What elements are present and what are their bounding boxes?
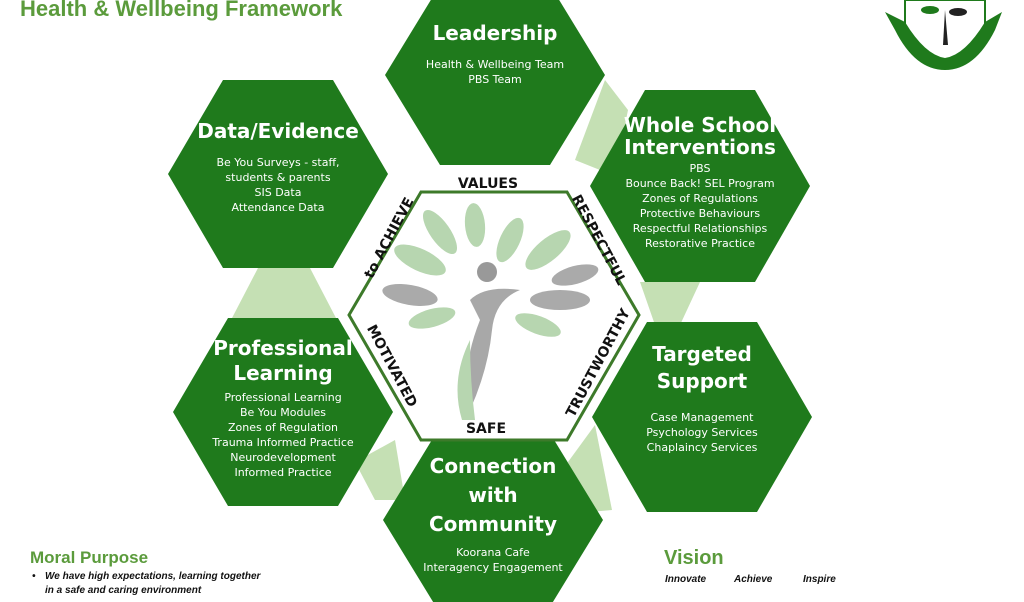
hexagon-item: Professional Learning xyxy=(224,391,341,404)
vision-word-3: Inspire xyxy=(803,574,836,585)
hexagon-item: Psychology Services xyxy=(646,426,758,439)
hexagon-shape xyxy=(168,80,388,268)
hexagon-item: PBS Team xyxy=(468,73,522,86)
hexagon-item: Protective Behaviours xyxy=(640,207,761,220)
page-title: Health & Wellbeing Framework xyxy=(20,0,343,21)
hexagon-title: Targeted xyxy=(652,342,752,366)
hexagon-shape xyxy=(383,430,603,602)
hexagon-item: Health & Wellbeing Team xyxy=(426,58,564,71)
hexagon-item: Interagency Engagement xyxy=(423,561,563,574)
hexagon-item: Be You Surveys - staff, xyxy=(216,156,339,169)
connector-targeted-connection xyxy=(568,425,612,512)
hexagon-item: Zones of Regulations xyxy=(642,192,758,205)
hexagon-title: Professional xyxy=(213,336,353,360)
hexagon-item: Koorana Cafe xyxy=(456,546,530,559)
tree-icon xyxy=(382,203,599,420)
hexagon-item: students & parents xyxy=(225,171,330,184)
value-bottom: SAFE xyxy=(466,421,506,437)
vision-word-1: Innovate xyxy=(665,574,707,585)
connector-wholeschool-targeted xyxy=(640,282,700,325)
hexagon-title: Community xyxy=(429,512,557,536)
moral-purpose-line-2: in a safe and caring environment xyxy=(45,585,202,596)
hexagon-title: Leadership xyxy=(433,21,558,45)
hexagon-item: Bounce Back! SEL Program xyxy=(625,177,774,190)
hexagon-title: Data/Evidence xyxy=(197,119,359,143)
vision-heading: Vision xyxy=(664,547,724,569)
hexagon-item: PBS xyxy=(690,162,711,175)
hexagon-item: Attendance Data xyxy=(232,201,325,214)
hexagon-data-evidence: Data/Evidence Be You Surveys - staff, stud… xyxy=(168,80,388,268)
connector-connection-professional xyxy=(355,440,405,500)
hexagon-title: with xyxy=(468,483,517,507)
hexagon-item: Trauma Informed Practice xyxy=(211,436,354,449)
hexagon-title: Whole School xyxy=(624,113,776,137)
hexagon-title: Interventions xyxy=(624,135,776,159)
school-logo xyxy=(885,0,1002,70)
hexagon-item: Neurodevelopment xyxy=(230,451,336,464)
hexagon-item: Chaplaincy Services xyxy=(647,441,758,454)
connector-professional-data xyxy=(232,268,336,318)
hexagon-item: Informed Practice xyxy=(234,466,331,479)
hexagon-item: Restorative Practice xyxy=(645,237,755,250)
value-top: VALUES xyxy=(458,176,518,192)
hexagon-shape xyxy=(385,0,605,165)
moral-purpose-heading: Moral Purpose xyxy=(30,548,148,567)
hexagon-title: Learning xyxy=(233,361,332,385)
hexagon-item: Case Management xyxy=(651,411,755,424)
hexagon-title: Connection xyxy=(430,454,557,478)
vision-word-2: Achieve xyxy=(733,574,773,585)
moral-purpose-line-1: We have high expectations, learning toge… xyxy=(45,571,262,582)
hexagon-item: Be You Modules xyxy=(240,406,326,419)
hexagon-shape xyxy=(592,322,812,512)
hexagon-item: Respectful Relationships xyxy=(633,222,768,235)
hexagon-shape xyxy=(590,90,810,282)
hexagon-title: Support xyxy=(657,369,748,393)
hexagon-item: Zones of Regulation xyxy=(228,421,338,434)
hexagon-item: SIS Data xyxy=(255,186,302,199)
bullet: • xyxy=(32,571,36,582)
hexagon-shape xyxy=(173,318,393,506)
